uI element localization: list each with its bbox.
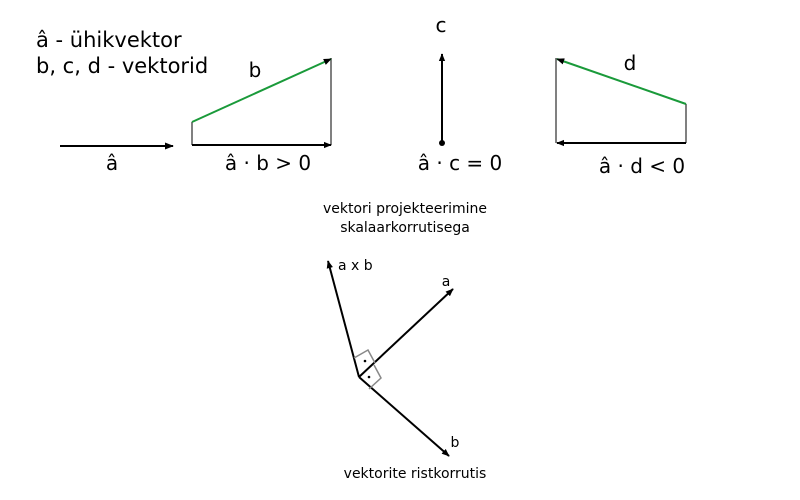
vector-a-label: a [442,274,451,290]
right-angle-mark-upper [353,348,376,364]
c-origin-dot [439,140,445,146]
negative-dot-product-formula: â · d < 0 [599,154,685,178]
cross-product-caption: vektorite ristkorrutis [344,466,487,482]
vector-a-arrow [358,288,454,378]
right-angle-mark-lower [368,364,382,390]
vector-b-label: b [249,58,262,82]
projection-caption-line1: vektori projekteerimine [323,201,487,217]
vector-axb-arrow [326,260,360,378]
vector-d-label: d [624,51,637,75]
positive-dot-product-formula: â · b > 0 [225,151,311,175]
vector-c-label: c [436,13,447,37]
legend-unit-vector: â - ühikvektor [36,28,182,52]
legend-vectors: b, c, d - vektorid [36,54,208,78]
right-angle-dot-lower [367,375,371,379]
vector-b-arrow [191,58,332,123]
vector-b-cross-arrow [358,376,450,457]
zero-dot-product-formula: â · c = 0 [418,151,503,175]
unit-vector-label: â [106,151,118,175]
vector-axb-label: a x b [338,258,373,274]
right-angle-dot-upper [363,359,367,363]
vector-b-cross-label: b [451,435,460,451]
vector-d-arrow [556,58,687,105]
projection-caption-line2: skalaarkorrutisega [340,220,470,236]
